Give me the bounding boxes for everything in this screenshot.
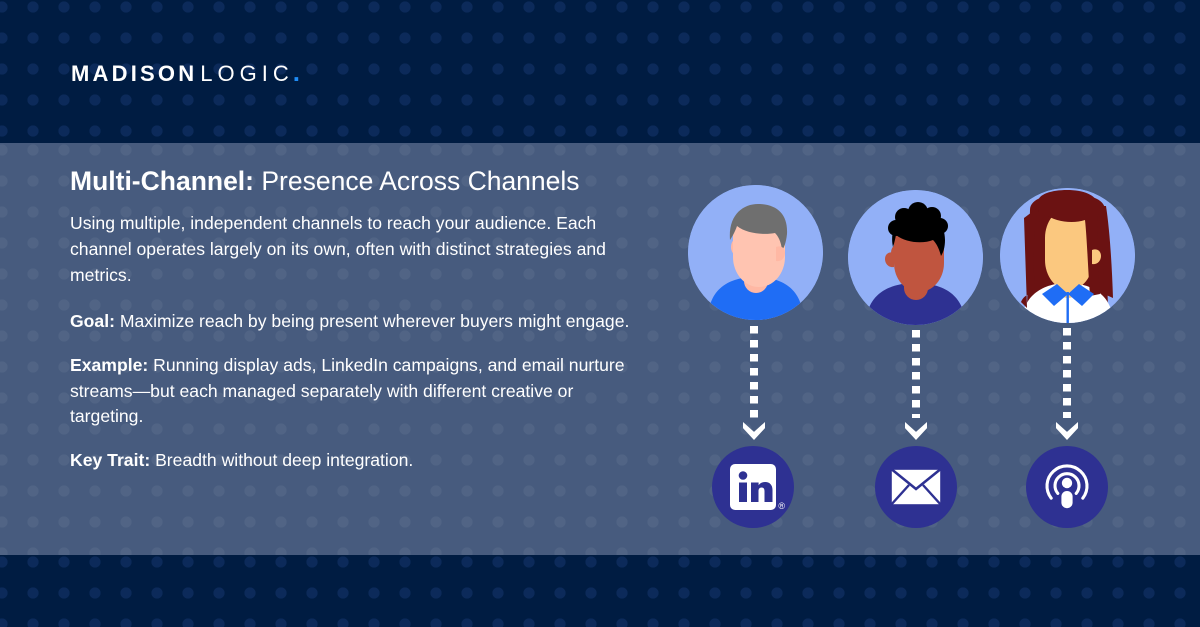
avatar-person-two-art (848, 190, 983, 325)
avatar-person-two (848, 190, 983, 325)
logo-dot-accent: . (292, 57, 300, 87)
connector-dotted-line (912, 330, 920, 418)
connector-dotted-line (750, 326, 758, 418)
connector-arrow-two (905, 330, 927, 442)
key-trait-paragraph: Key Trait: Breadth without deep integrat… (70, 448, 656, 474)
key-trait-label: Key Trait: (70, 450, 151, 471)
intro-paragraph: Using multiple, independent channels to … (70, 213, 606, 285)
example-paragraph: Example: Running display ads, LinkedIn c… (70, 353, 650, 431)
email-channel-badge[interactable] (875, 446, 957, 528)
email-icon (890, 468, 942, 506)
connector-dotted-line (1063, 328, 1071, 418)
example-label: Example: (70, 354, 149, 375)
linkedin-channel-badge[interactable]: ® (712, 446, 794, 528)
avatar-person-three (1000, 188, 1135, 323)
example-text: Running display ads, LinkedIn campaigns,… (70, 354, 625, 427)
page-title-rest: Presence Across Channels (254, 166, 580, 196)
registered-mark-icon: ® (778, 501, 785, 511)
footer-dot-pattern (0, 555, 1200, 627)
podcast-icon (1045, 464, 1089, 509)
connector-arrow-one (743, 326, 765, 442)
page-title: Multi-Channel: Presence Across Channels (70, 166, 656, 197)
page-title-bold: Multi-Channel: (70, 166, 254, 196)
madison-logic-logo[interactable]: MADISON LOGIC . (71, 59, 300, 85)
linkedin-icon-glyph (738, 471, 773, 502)
linkedin-icon: ® (730, 464, 785, 511)
goal-text: Maximize reach by being present wherever… (114, 310, 630, 331)
logo-logic-text: LOGIC (200, 61, 294, 86)
footer-band (0, 555, 1200, 627)
key-trait-text: Breadth without deep integration. (150, 450, 414, 471)
goal-label: Goal: (70, 310, 115, 331)
goal-paragraph: Goal: Maximize reach by being present wh… (70, 309, 640, 335)
avatar-person-three-art (1000, 188, 1135, 323)
text-column: Multi-Channel: Presence Across Channels … (70, 166, 656, 474)
avatar-person-one (688, 185, 823, 320)
avatar-person-one-art (688, 185, 823, 320)
connector-arrow-three (1056, 328, 1078, 442)
podcast-channel-badge[interactable] (1026, 446, 1108, 528)
logo-madison-text: MADISON (71, 61, 198, 86)
